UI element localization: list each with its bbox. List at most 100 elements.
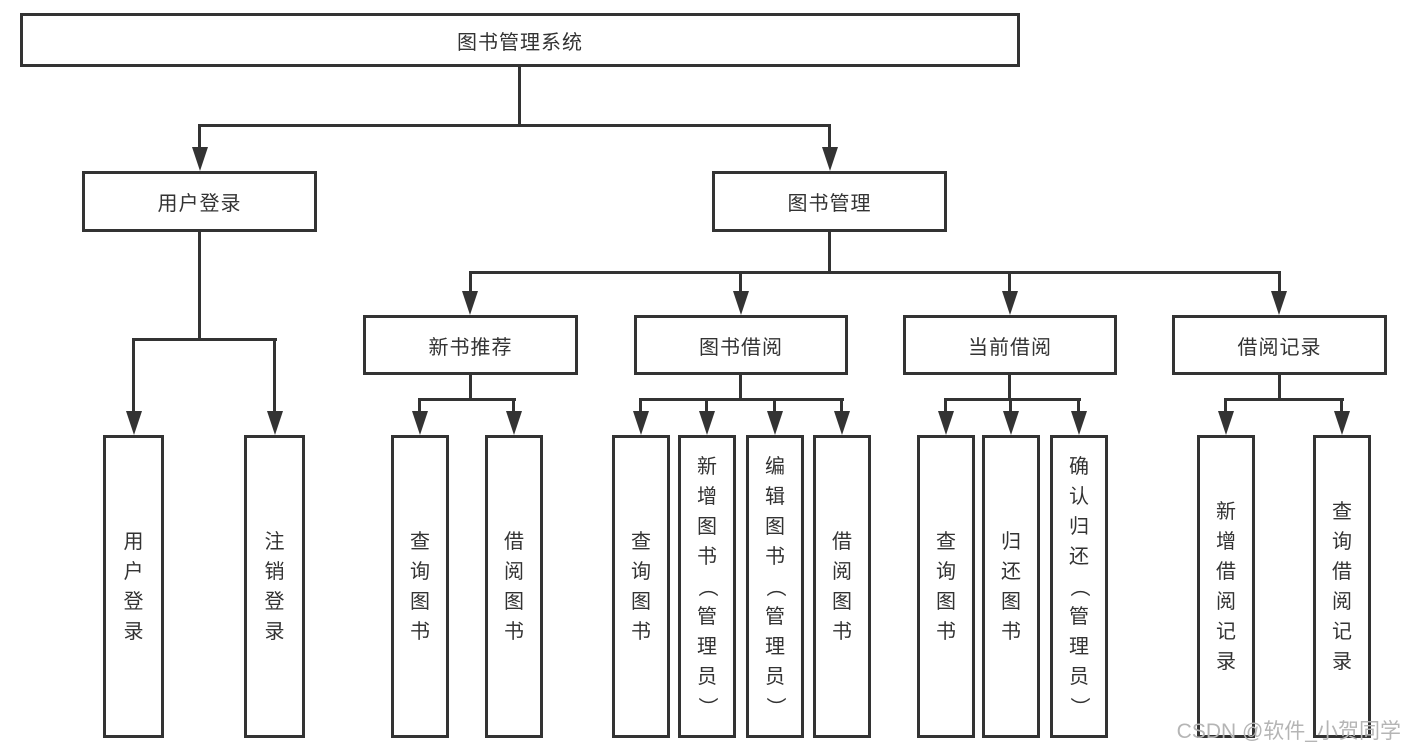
- vertical-char: 辑: [765, 485, 785, 508]
- vertical-char: ）: [1068, 696, 1090, 717]
- vertical-char: 注: [264, 530, 285, 553]
- vertical-char: 查: [1332, 500, 1352, 523]
- leaf-borrow-books-borrow: 借阅图书: [813, 435, 871, 738]
- vertical-char: 录: [123, 620, 144, 643]
- vertical-char: 书: [697, 545, 717, 568]
- connector-line: [418, 398, 421, 412]
- arrow-down-icon: [633, 411, 649, 435]
- vertical-char: 书: [410, 620, 430, 643]
- connector-line: [828, 232, 831, 271]
- vertical-char: 图: [936, 590, 956, 613]
- leaf-query-books-recommend: 查询图书: [391, 435, 449, 738]
- connector-line: [198, 232, 201, 338]
- connector-line: [198, 124, 831, 127]
- leaf-add-borrow-record: 新增借阅记录: [1197, 435, 1255, 738]
- connector-line: [1224, 398, 1344, 401]
- connector-line: [1009, 398, 1012, 412]
- vertical-char: 图: [504, 590, 524, 613]
- vertical-char: 阅: [504, 560, 524, 583]
- leaf-query-books-borrow: 查询图书: [612, 435, 670, 738]
- vertical-char: （: [764, 576, 786, 597]
- vertical-char: 员: [697, 665, 717, 688]
- arrow-down-icon: [506, 411, 522, 435]
- connector-line: [1008, 375, 1011, 398]
- vertical-char: 新: [697, 455, 717, 478]
- vertical-char: 图: [631, 590, 651, 613]
- arrow-down-icon: [267, 411, 283, 435]
- watermark: CSDN @软件_小贺同学: [1176, 720, 1401, 743]
- arrow-down-icon: [1071, 411, 1087, 435]
- vertical-char: 还: [1001, 560, 1021, 583]
- vertical-char: 管: [697, 605, 717, 628]
- leaf-return-book: 归还图书: [982, 435, 1040, 738]
- vertical-char: 图: [1001, 590, 1021, 613]
- arrow-down-icon: [699, 411, 715, 435]
- vertical-char: 查: [631, 530, 651, 553]
- arrow-down-icon: [462, 291, 478, 315]
- connector-line: [469, 271, 472, 292]
- arrow-down-icon: [126, 411, 142, 435]
- node-root: 图书管理系统: [20, 13, 1020, 67]
- connector-line: [944, 398, 947, 412]
- vertical-char: 归: [1069, 515, 1089, 538]
- vertical-char: 理: [765, 635, 785, 658]
- connector-line: [1224, 398, 1227, 412]
- vertical-char: 理: [697, 635, 717, 658]
- vertical-char: 询: [631, 560, 651, 583]
- leaf-query-borrow-record: 查询借阅记录: [1313, 435, 1371, 738]
- vertical-char: 新: [1216, 500, 1236, 523]
- connector-line: [840, 398, 843, 412]
- vertical-char: 销: [264, 560, 285, 583]
- vertical-char: 书: [1001, 620, 1021, 643]
- vertical-char: 图: [832, 590, 852, 613]
- vertical-char: 图: [697, 515, 717, 538]
- vertical-char: （: [696, 576, 718, 597]
- connector-line: [198, 124, 201, 150]
- vertical-char: 借: [1332, 560, 1352, 583]
- vertical-char: 确: [1069, 455, 1089, 478]
- connector-line: [944, 398, 1081, 401]
- vertical-char: 录: [264, 620, 285, 643]
- vertical-char: 书: [631, 620, 651, 643]
- vertical-char: 借: [832, 530, 852, 553]
- vertical-char: 记: [1332, 620, 1352, 643]
- connector-line: [132, 338, 277, 341]
- connector-line: [739, 271, 742, 292]
- leaf-borrow-books-recommend: 借阅图书: [485, 435, 543, 738]
- vertical-char: 询: [1332, 530, 1352, 553]
- vertical-char: 登: [264, 590, 285, 613]
- vertical-char: 阅: [1332, 590, 1352, 613]
- node-current-borrow: 当前借阅: [903, 315, 1117, 375]
- node-new-book-recommend: 新书推荐: [363, 315, 578, 375]
- connector-line: [1278, 271, 1281, 292]
- leaf-add-book-admin: 新增图书（管理员）: [678, 435, 736, 738]
- vertical-char: 书: [765, 545, 785, 568]
- connector-line: [739, 375, 742, 398]
- vertical-char: 录: [1332, 650, 1352, 673]
- vertical-char: 还: [1069, 545, 1089, 568]
- vertical-char: 认: [1069, 485, 1089, 508]
- vertical-char: 管: [765, 605, 785, 628]
- connector-line: [1340, 398, 1343, 412]
- vertical-char: 询: [936, 560, 956, 583]
- arrow-down-icon: [1271, 291, 1287, 315]
- arrow-down-icon: [822, 147, 838, 171]
- connector-line: [518, 67, 521, 124]
- vertical-char: 书: [504, 620, 524, 643]
- vertical-char: 图: [410, 590, 430, 613]
- arrow-down-icon: [938, 411, 954, 435]
- vertical-char: 借: [504, 530, 524, 553]
- connector-line: [1077, 398, 1080, 412]
- vertical-char: （: [1068, 576, 1090, 597]
- connector-line: [418, 398, 516, 401]
- vertical-char: 归: [1001, 530, 1021, 553]
- leaf-user-login: 用户登录: [103, 435, 164, 738]
- arrow-down-icon: [192, 147, 208, 171]
- arrow-down-icon: [834, 411, 850, 435]
- vertical-char: 书: [832, 620, 852, 643]
- node-book-management: 图书管理: [712, 171, 947, 232]
- node-borrow-records: 借阅记录: [1172, 315, 1387, 375]
- vertical-char: 员: [765, 665, 785, 688]
- arrow-down-icon: [733, 291, 749, 315]
